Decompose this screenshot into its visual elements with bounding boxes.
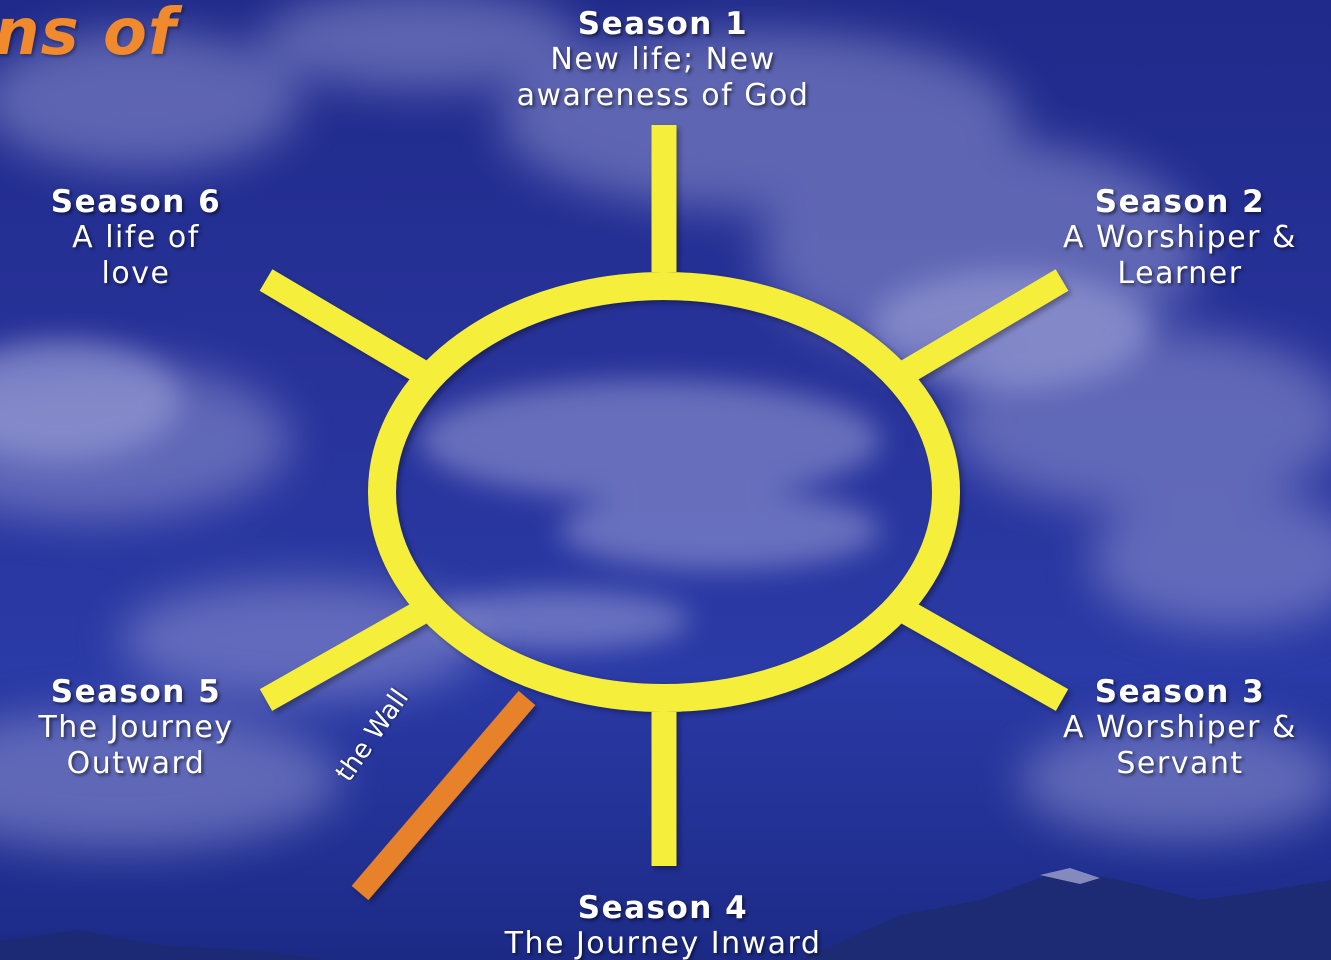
season-3-name: Season 3 bbox=[1030, 674, 1330, 710]
season-1-name: Season 1 bbox=[463, 6, 863, 42]
season-5-name: Season 5 bbox=[0, 674, 272, 710]
season-6-name: Season 6 bbox=[0, 184, 272, 220]
season-1-desc-line-2: awareness of God bbox=[463, 78, 863, 114]
season-4-desc-line-1: The Journey Inward bbox=[413, 926, 913, 960]
season-2-label: Season 2 A Worshiper & Learner bbox=[1030, 184, 1330, 292]
season-6-desc-line-1: A life of bbox=[0, 220, 272, 256]
season-6-label: Season 6 A life of love bbox=[0, 184, 272, 292]
title-fragment: ns of bbox=[0, 0, 177, 70]
season-4-name: Season 4 bbox=[413, 890, 913, 926]
season-2-desc-line-1: A Worshiper & bbox=[1030, 220, 1330, 256]
season-5-desc-line-2: Outward bbox=[0, 746, 272, 782]
season-1-label: Season 1 New life; New awareness of God bbox=[463, 6, 863, 114]
season-1-desc-line-1: New life; New bbox=[463, 42, 863, 78]
season-3-desc-line-2: Servant bbox=[1030, 746, 1330, 782]
season-3-label: Season 3 A Worshiper & Servant bbox=[1030, 674, 1330, 782]
season-2-desc-line-2: Learner bbox=[1030, 256, 1330, 292]
season-4-label: Season 4 The Journey Inward bbox=[413, 890, 913, 960]
season-5-label: Season 5 The Journey Outward bbox=[0, 674, 272, 782]
ray-season-6 bbox=[266, 280, 425, 374]
season-5-desc-line-1: The Journey bbox=[0, 710, 272, 746]
season-3-desc-line-1: A Worshiper & bbox=[1030, 710, 1330, 746]
season-6-desc-line-2: love bbox=[0, 256, 272, 292]
season-2-name: Season 2 bbox=[1030, 184, 1330, 220]
